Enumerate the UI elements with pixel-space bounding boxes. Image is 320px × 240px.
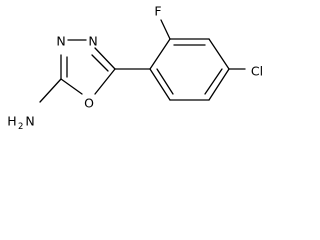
bond-ph1-ph2: [149, 38, 171, 70]
amine-h-subscript: 2: [18, 122, 23, 132]
phenyl-ring: [149, 38, 230, 101]
amine-group-label: H 2 N: [7, 114, 34, 133]
atom-n3: N: [56, 34, 65, 49]
bond-o1-c2: [60, 78, 83, 95]
bond-ph2-f: [160, 19, 171, 40]
bond-ph3-ph4: [208, 38, 230, 70]
bond-n4-c5-double: [91, 54, 109, 72]
bond-ph6-ph1: [149, 68, 171, 101]
bond-c2-nh2: [39, 78, 62, 103]
bond-ph6-ph1-double: [156, 68, 174, 95]
bond-ph4-ph5: [208, 68, 230, 101]
oxadiazole-ring: [60, 39, 116, 95]
atom-o1: O: [84, 96, 94, 111]
atom-cl: Cl: [251, 64, 263, 79]
amine-n: N: [25, 114, 34, 129]
amine-h: H: [7, 114, 16, 129]
bond-c5-o1: [94, 68, 116, 95]
bond-n4-c5: [94, 47, 116, 70]
bond-ph4-ph5-double: [204, 68, 223, 95]
chemical-structure-diagram: N N O F Cl H 2 N: [7, 4, 263, 133]
atom-f: F: [154, 4, 161, 19]
atom-n4: N: [88, 34, 97, 49]
